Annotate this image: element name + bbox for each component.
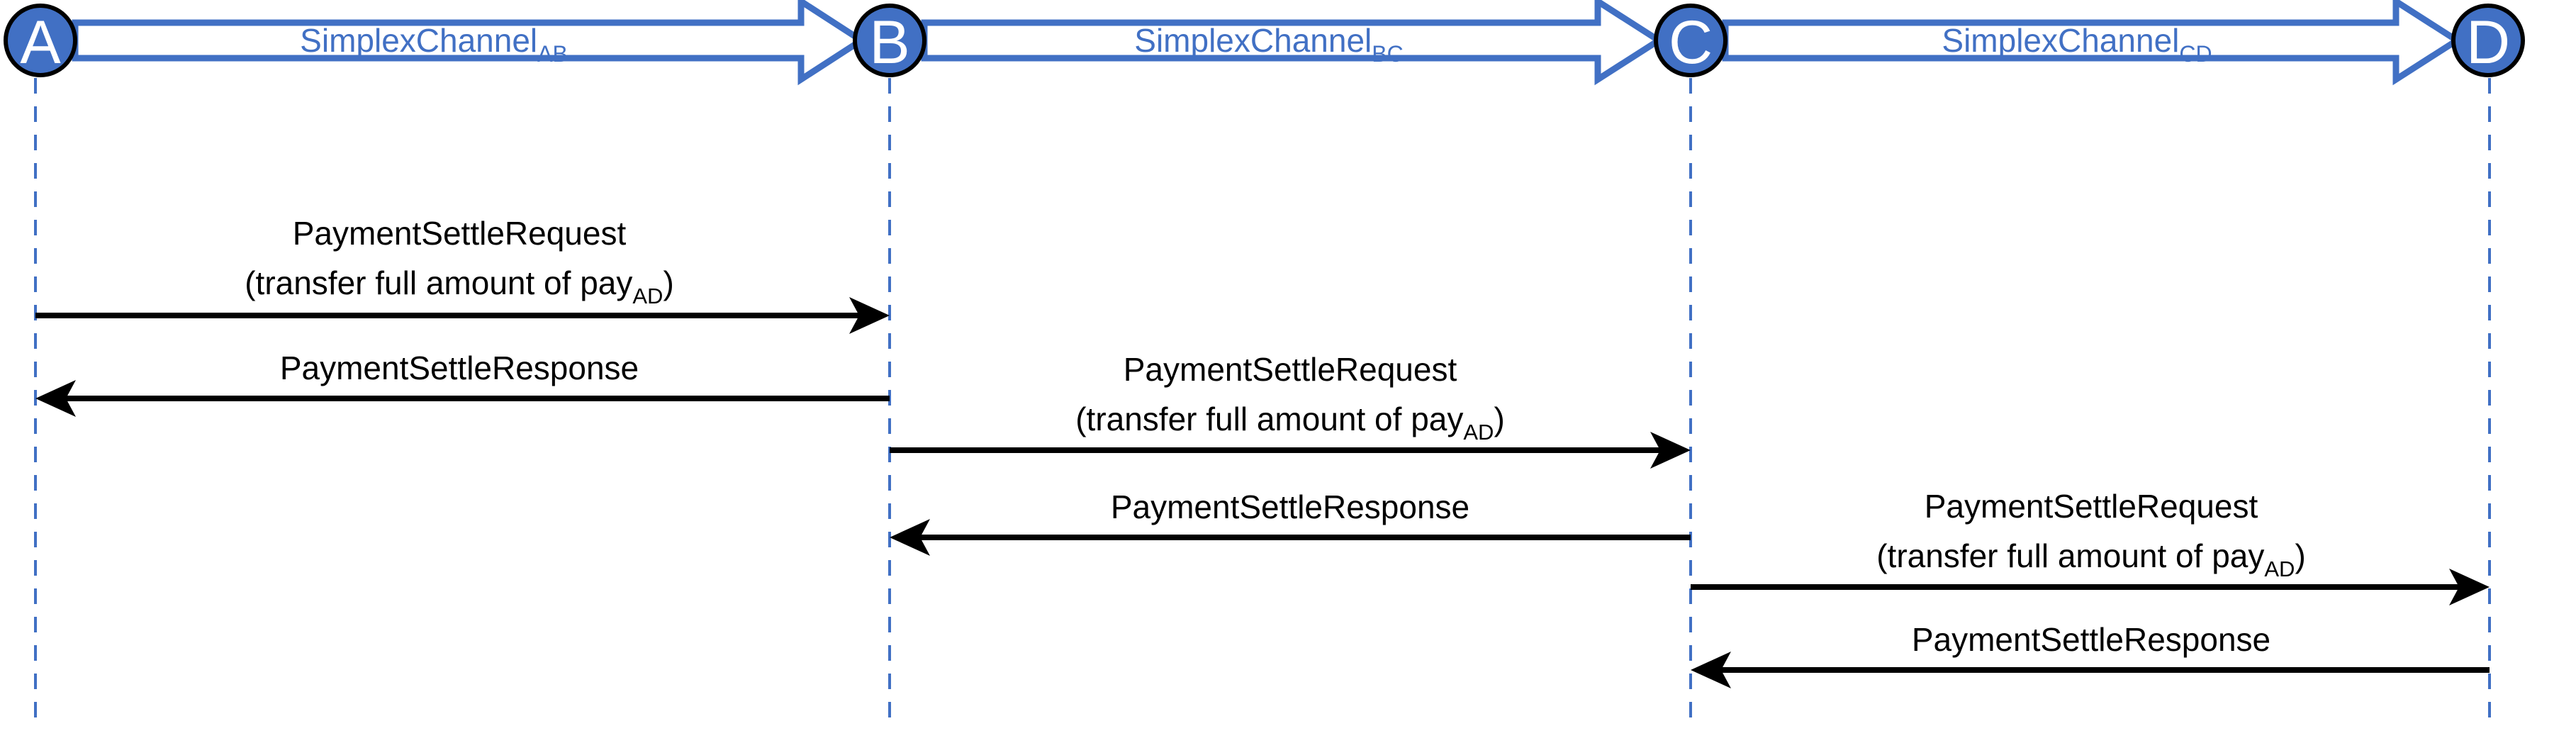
channel-arrows-group [72, 0, 2463, 86]
channel-cd-arrow-shape[interactable] [1722, 0, 2463, 86]
node-d[interactable]: D [2451, 4, 2525, 77]
channel-label-bc: SimplexChannelBC [1134, 22, 1403, 67]
message-cd-request-arrowhead [2449, 569, 2490, 605]
message-ba-response[interactable]: PaymentSettleResponse [35, 350, 890, 417]
node-b-circle [853, 4, 926, 77]
message-ba-response-arrowhead [35, 380, 76, 417]
node-d-label: D [2466, 9, 2510, 77]
nodes-group: A B C D [4, 4, 2525, 77]
lifelines-group [34, 78, 2491, 730]
message-cb-response[interactable]: PaymentSettleResponse [890, 488, 1691, 556]
message-bc-request-line1: PaymentSettleRequest [1124, 351, 1457, 388]
message-ab-request[interactable]: PaymentSettleRequest (transfer full amou… [35, 215, 890, 334]
message-dc-response-line1: PaymentSettleResponse [1912, 621, 2270, 658]
channel-bc-arrow-shape[interactable] [921, 0, 1665, 86]
node-a[interactable]: A [4, 4, 77, 77]
message-ba-response-line1: PaymentSettleResponse [280, 350, 639, 386]
message-dc-response-arrowhead [1691, 652, 1731, 688]
node-d-circle [2451, 4, 2525, 77]
message-ab-request-line2: (transfer full amount of payAD) [245, 264, 674, 308]
node-a-label: A [20, 9, 61, 77]
message-bc-request-line2: (transfer full amount of payAD) [1075, 401, 1505, 445]
channel-ab-arrow-shape[interactable] [72, 0, 868, 86]
message-cb-response-arrowhead [890, 519, 930, 556]
node-c[interactable]: C [1654, 4, 1727, 77]
message-cd-request-line2: (transfer full amount of payAD) [1876, 537, 2306, 581]
message-cb-response-line1: PaymentSettleResponse [1111, 488, 1469, 525]
channel-labels-group: SimplexChannelAB SimplexChannelBC Simple… [300, 22, 2212, 67]
message-dc-response[interactable]: PaymentSettleResponse [1691, 621, 2490, 688]
message-bc-request-arrowhead [1650, 432, 1691, 469]
message-ab-request-arrowhead [849, 297, 890, 334]
message-cd-request-line1: PaymentSettleRequest [1925, 488, 2258, 525]
message-ab-request-line1: PaymentSettleRequest [293, 215, 627, 252]
message-bc-request[interactable]: PaymentSettleRequest (transfer full amou… [890, 351, 1691, 469]
node-c-circle [1654, 4, 1727, 77]
node-b[interactable]: B [853, 4, 926, 77]
messages-group: PaymentSettleRequest (transfer full amou… [35, 215, 2490, 688]
message-cd-request[interactable]: PaymentSettleRequest (transfer full amou… [1691, 488, 2490, 605]
node-c-label: C [1669, 9, 1713, 77]
channel-label-cd: SimplexChannelCD [1942, 22, 2212, 67]
channel-label-ab: SimplexChannelAB [300, 22, 568, 67]
node-b-label: B [869, 9, 909, 77]
node-a-circle [4, 4, 77, 77]
